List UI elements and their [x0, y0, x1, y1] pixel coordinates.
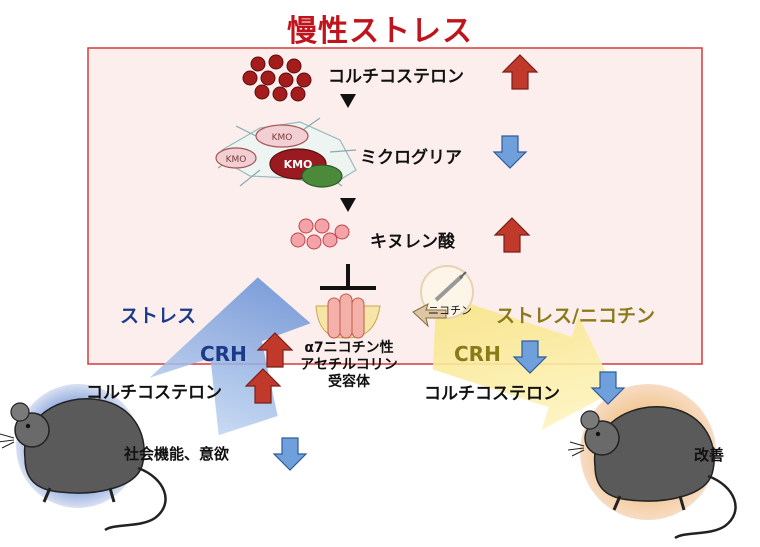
chronic-stress-box [87, 47, 703, 365]
nicotine-tag-label: ニコチン [428, 304, 472, 317]
social-function-label: 社会機能、意欲 [124, 445, 230, 463]
left-cortisol-label: コルチコステロン [86, 383, 222, 403]
page-title: 慢性ストレス [287, 14, 473, 49]
left-stress-label: ストレス [120, 305, 197, 327]
stressed-mouse-icon [0, 397, 168, 532]
kynurenic-acid-molecules-icon [290, 218, 350, 250]
syringe-icon [434, 271, 467, 302]
microglia-label: ミクログリア [360, 148, 462, 168]
nicotine-to-receptor-arrow [412, 302, 447, 328]
kmo-label-2: KMO [226, 155, 247, 165]
kynurenic-acid-label: キヌレン酸 [370, 232, 455, 252]
arrow-down-1 [340, 94, 356, 108]
receptor-line-2: アセチルコリン [300, 357, 398, 373]
improvement-label: 改善 [694, 446, 725, 464]
microglia-icon [215, 117, 357, 188]
left-crh-label: CRH [200, 342, 247, 366]
right-stress-nicotine-label: ストレス/ニコチン [496, 305, 655, 327]
receptor-label: α7ニコチン性 アセチルコリン 受容体 [284, 340, 414, 391]
corticosterone-molecules-icon [242, 54, 312, 102]
arrow-down-2 [340, 198, 356, 212]
social-down-icon [273, 437, 307, 471]
receptor-line-3: 受容体 [328, 374, 370, 390]
kmo-label-3: KMO [284, 158, 313, 171]
right-crh-label: CRH [454, 342, 501, 366]
inhibition-symbol [320, 264, 376, 290]
nicotinic-receptor-icon [315, 293, 381, 339]
right-cortisol-label: コルチコステロン [424, 384, 560, 404]
corticosterone-label: コルチコステロン [328, 67, 464, 87]
receptor-line-1: α7ニコチン性 [304, 340, 394, 356]
kmo-label-1: KMO [272, 133, 293, 143]
